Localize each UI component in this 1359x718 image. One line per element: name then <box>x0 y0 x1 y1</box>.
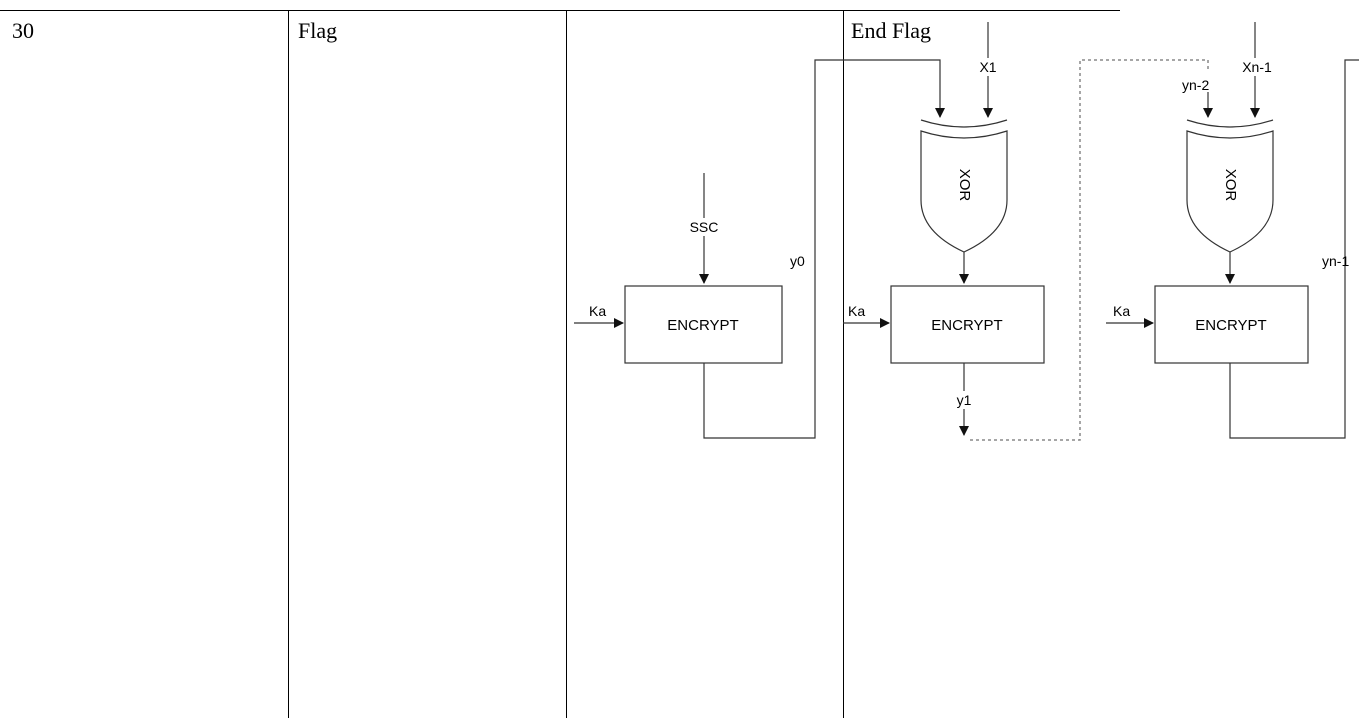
encrypt-label-2: ENCRYPT <box>931 317 1002 334</box>
encrypt-box-1 <box>624 285 783 364</box>
y0-label: y0 <box>790 253 805 269</box>
ssc-label: SSC <box>690 219 719 235</box>
xor-label-1: XOR <box>956 169 973 202</box>
table-top-rule <box>0 10 1120 11</box>
flag-cell: Flag <box>298 18 338 43</box>
y1-label: y1 <box>957 392 972 408</box>
encrypt-label-3: ENCRYPT <box>1195 317 1266 334</box>
encrypt-box-2 <box>890 285 1045 364</box>
yn2-label: yn-2 <box>1182 77 1209 93</box>
xor-gate-2 <box>1186 130 1274 253</box>
ka-label-2: Ka <box>848 303 865 319</box>
yn1-label: yn-1 <box>1322 253 1349 269</box>
ka-label-3: Ka <box>1113 303 1130 319</box>
y1-label-bg <box>952 391 976 409</box>
end-flag-cell: End Flag <box>851 18 932 43</box>
encrypt-box-3 <box>1154 285 1309 364</box>
xor-gate-1 <box>920 130 1008 253</box>
y0-feedback-line <box>703 59 945 439</box>
xor-label-2: XOR <box>1222 169 1239 202</box>
dotted-continuation <box>970 59 1209 441</box>
xn1-label: Xn-1 <box>1242 59 1272 75</box>
x1-label: X1 <box>979 59 996 75</box>
row-number-cell: 30 <box>12 18 34 43</box>
x1-label-bg <box>974 58 1004 76</box>
ka-label-1: Ka <box>589 303 606 319</box>
column-divider-2 <box>566 10 567 718</box>
xor-gate-2-back <box>1186 119 1274 128</box>
xor-gate-1-back <box>920 119 1008 128</box>
column-divider-3 <box>843 10 844 718</box>
column-divider-1 <box>288 10 289 718</box>
xn1-label-bg <box>1232 58 1282 76</box>
ssc-label-bg <box>680 218 730 236</box>
yn1-output-line <box>1229 59 1359 439</box>
encrypt-label-1: ENCRYPT <box>667 317 738 334</box>
